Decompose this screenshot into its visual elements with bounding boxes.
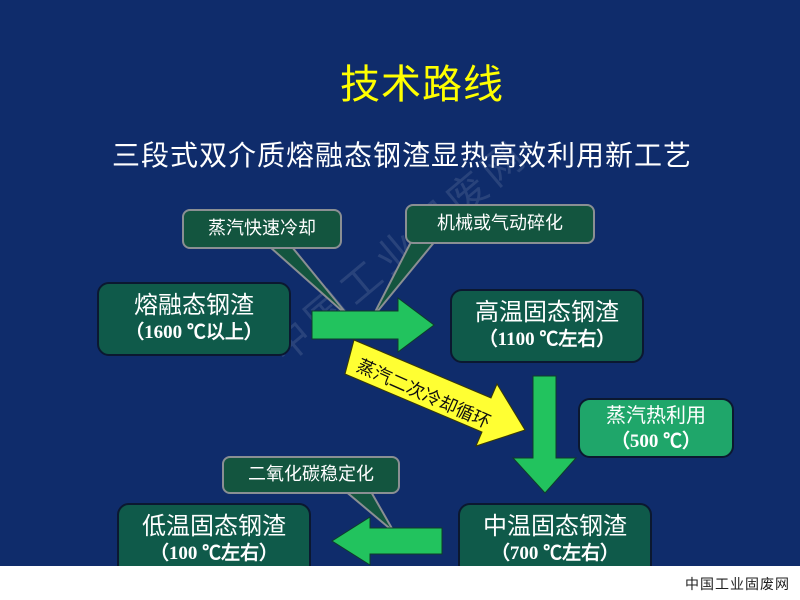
arrow-molten-to-high	[311, 297, 435, 353]
slide-subtitle: 三段式双介质熔融态钢渣显热高效利用新工艺	[112, 139, 693, 172]
box-low-temp-slag: 低温固态钢渣 （100 ℃左右）	[117, 503, 311, 566]
arrow-high-to-mid	[511, 375, 578, 494]
box-mid-temp-slag: 中温固态钢渣 （700 ℃左右）	[458, 503, 652, 566]
footer-site-name: 中国工业固废网	[685, 577, 790, 593]
arrow-mid-to-low	[331, 516, 443, 566]
callout-steam-quench-label: 蒸汽快速冷却	[208, 218, 316, 239]
callout-co2-stabilize-label: 二氧化碳稳定化	[248, 464, 374, 485]
diagram-connectors	[267, 239, 578, 566]
box-high-temp-slag-temp: （1100 ℃左右）	[478, 329, 616, 350]
box-low-temp-slag-name: 低温固态钢渣	[142, 512, 286, 540]
box-mid-temp-slag-temp: （700 ℃左右）	[490, 543, 620, 564]
box-molten-slag-temp: （1600 ℃以上）	[125, 322, 263, 343]
box-steam-heat-use: 蒸汽热利用 （500 ℃）	[578, 398, 734, 458]
box-molten-slag-name: 熔融态钢渣	[134, 291, 254, 319]
footer-bar: 中国工业固废网	[0, 566, 800, 600]
box-low-temp-slag-temp: （100 ℃左右）	[149, 543, 279, 564]
box-high-temp-slag-name: 高温固态钢渣	[475, 298, 619, 326]
box-steam-heat-use-name: 蒸汽热利用	[606, 403, 706, 427]
callout-co2-stabilize: 二氧化碳稳定化	[222, 456, 400, 494]
arrow-secondary-cooling	[344, 339, 526, 447]
box-molten-slag: 熔融态钢渣 （1600 ℃以上）	[97, 282, 291, 356]
callout-crushing-label: 机械或气动碎化	[437, 213, 563, 234]
slide: 中国工业固废网 技术路线 三段式双介质熔融态钢渣显热高效利用新工艺 蒸汽快速冷却…	[0, 0, 800, 566]
box-high-temp-slag: 高温固态钢渣 （1100 ℃左右）	[450, 289, 644, 363]
slide-title: 技术路线	[340, 62, 504, 108]
box-mid-temp-slag-name: 中温固态钢渣	[483, 512, 627, 540]
callout-crushing: 机械或气动碎化	[405, 204, 595, 244]
callout-steam-quench: 蒸汽快速冷却	[182, 209, 342, 249]
box-steam-heat-use-temp: （500 ℃）	[610, 431, 702, 452]
